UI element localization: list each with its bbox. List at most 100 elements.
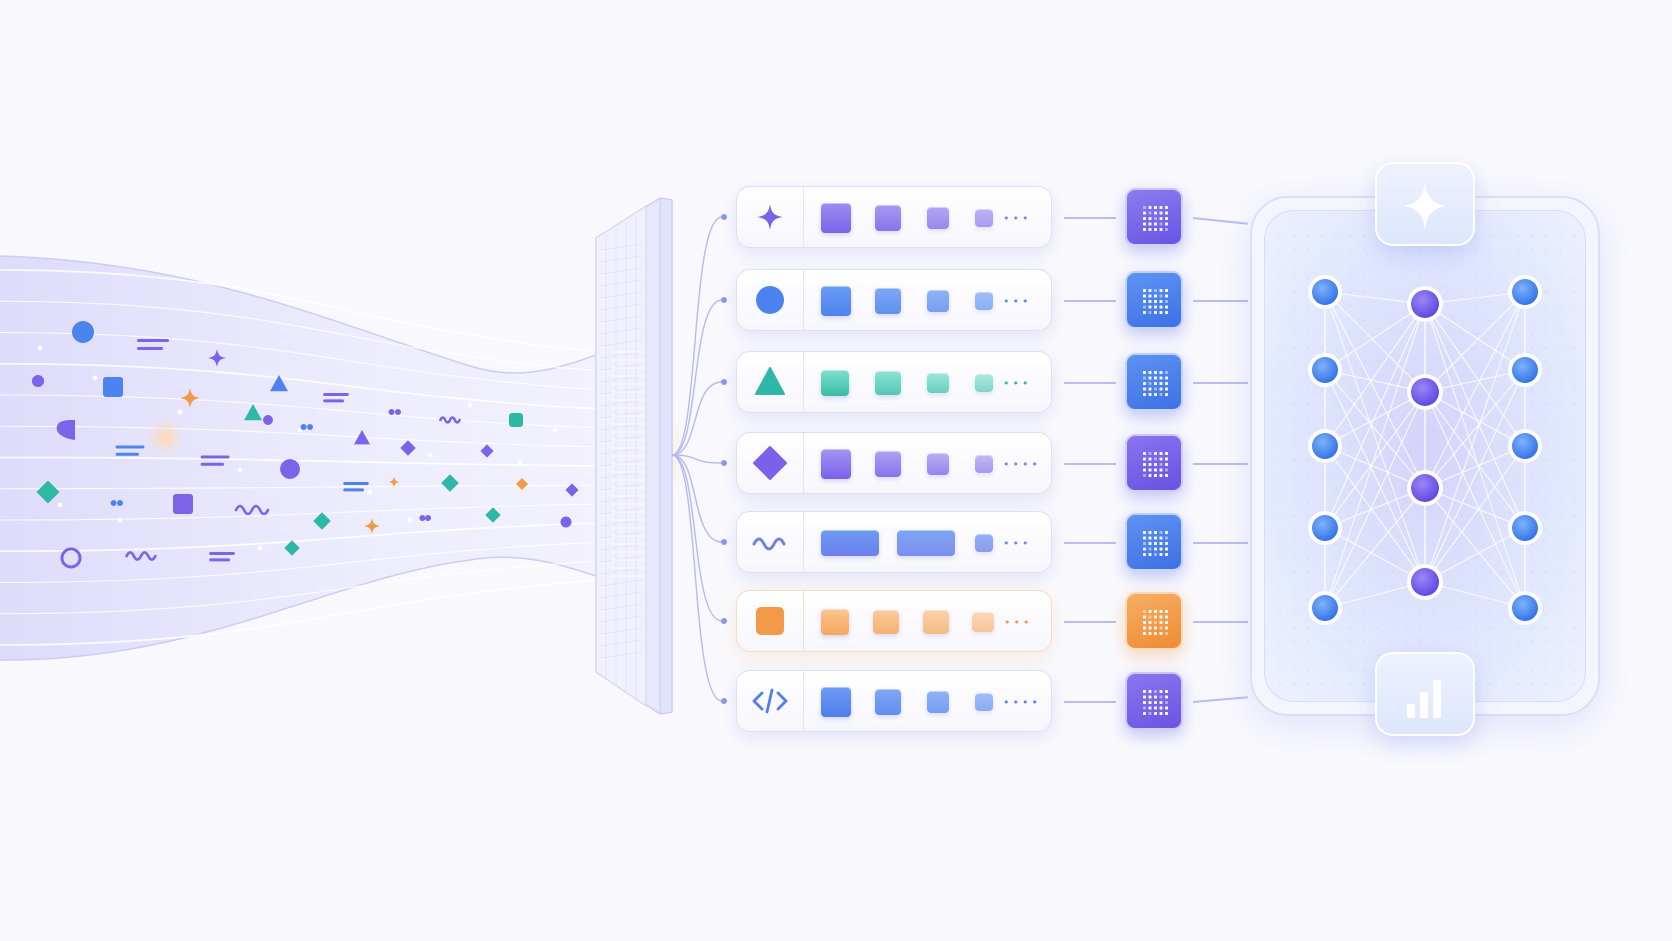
- texture-dot: [1475, 599, 1477, 601]
- dash-token: [209, 552, 235, 562]
- texture-dot: [1433, 529, 1435, 531]
- texture-dot: [1517, 557, 1519, 559]
- texture-dot: [1405, 501, 1407, 503]
- texture-dot: [1489, 277, 1491, 279]
- texture-dot: [1321, 403, 1323, 405]
- texture-dot: [1405, 459, 1407, 461]
- texture-dot: [1489, 389, 1491, 391]
- sparkle-icon: [737, 187, 804, 247]
- texture-dot: [1363, 501, 1365, 503]
- texture-dot: [1335, 277, 1337, 279]
- texture-dot: [1377, 655, 1379, 657]
- texture-dot: [1335, 487, 1337, 489]
- grid-icon: [1143, 690, 1168, 715]
- texture-dot: [1489, 557, 1491, 559]
- texture-dot: [1433, 347, 1435, 349]
- texture-dot: [1461, 613, 1463, 615]
- texture-dot: [1447, 641, 1449, 643]
- texture-dot: [1559, 585, 1561, 587]
- wave-icon: [737, 512, 804, 572]
- texture-dot: [1321, 417, 1323, 419]
- texture-dot: [1447, 487, 1449, 489]
- texture-dot: [1489, 431, 1491, 433]
- embed-connector: [1064, 463, 1116, 465]
- sparkle-dot: [367, 489, 373, 495]
- texture-dot: [1531, 235, 1533, 237]
- texture-dot: [1363, 375, 1365, 377]
- texture-dot: [1545, 683, 1547, 685]
- texture-dot: [1573, 543, 1575, 545]
- texture-dot: [1419, 529, 1421, 531]
- texture-dot: [1559, 431, 1561, 433]
- texture-dot: [1363, 669, 1365, 671]
- texture-dot: [1307, 333, 1309, 335]
- texture-dot: [1349, 403, 1351, 405]
- texture-dot: [1279, 263, 1281, 265]
- texture-dot: [1391, 557, 1393, 559]
- texture-dot: [1405, 599, 1407, 601]
- texture-dot: [1293, 599, 1295, 601]
- texture-dot: [1307, 515, 1309, 517]
- texture-dot: [1531, 571, 1533, 573]
- texture-dot: [1279, 501, 1281, 503]
- token-chip: [873, 610, 899, 634]
- token-chip: [821, 609, 849, 635]
- texture-dot: [1405, 403, 1407, 405]
- texture-dot: [1335, 319, 1337, 321]
- texture-dot: [1559, 277, 1561, 279]
- embed-connector: [1064, 701, 1116, 703]
- texture-dot: [1349, 613, 1351, 615]
- network-node: [1312, 515, 1338, 541]
- diamond-token: [36, 480, 60, 504]
- branch-dot: [721, 297, 727, 303]
- texture-dot: [1517, 473, 1519, 475]
- texture-dot: [1405, 333, 1407, 335]
- texture-dot: [1461, 557, 1463, 559]
- texture-dot: [1545, 389, 1547, 391]
- texture-dot: [1573, 347, 1575, 349]
- texture-dot: [1349, 459, 1351, 461]
- texture-dot: [1573, 557, 1575, 559]
- texture-dot: [1377, 501, 1379, 503]
- texture-dot: [1377, 277, 1379, 279]
- texture-dot: [1517, 235, 1519, 237]
- texture-dot: [1419, 445, 1421, 447]
- texture-dot: [1279, 291, 1281, 293]
- stream-top-edge: [0, 255, 639, 374]
- texture-dot: [1475, 263, 1477, 265]
- texture-dot: [1391, 305, 1393, 307]
- texture-dot: [1279, 417, 1281, 419]
- texture-dot: [1531, 389, 1533, 391]
- token-chip: [821, 687, 851, 717]
- texture-dot: [1559, 627, 1561, 629]
- texture-dot: [1279, 389, 1281, 391]
- ellipsis-icon: •••: [1003, 212, 1032, 225]
- token-row: •••: [736, 351, 1052, 413]
- star-token: [364, 518, 380, 534]
- texture-dot: [1363, 431, 1365, 433]
- dash-token: [323, 393, 349, 403]
- texture-dot: [1377, 585, 1379, 587]
- code-icon: [737, 671, 804, 731]
- circle-token: [560, 516, 572, 528]
- sparkle-dot: [237, 467, 243, 473]
- texture-dot: [1279, 641, 1281, 643]
- embed-connector: [1064, 300, 1116, 302]
- square-orange-icon: [737, 591, 804, 651]
- token-chip: [927, 290, 949, 312]
- texture-dot: [1335, 669, 1337, 671]
- sparkle-dot: [427, 452, 433, 458]
- circle-token: [31, 374, 45, 388]
- star-token: [180, 388, 200, 408]
- texture-dot: [1461, 389, 1463, 391]
- flow-line: [0, 522, 641, 553]
- texture-dot: [1559, 459, 1561, 461]
- texture-dot: [1447, 291, 1449, 293]
- texture-dot: [1377, 599, 1379, 601]
- texture-dot: [1433, 445, 1435, 447]
- texture-dot: [1461, 641, 1463, 643]
- texture-dot: [1559, 347, 1561, 349]
- branch-dot: [721, 379, 727, 385]
- texture-dot: [1419, 641, 1421, 643]
- diamond-token: [441, 474, 459, 492]
